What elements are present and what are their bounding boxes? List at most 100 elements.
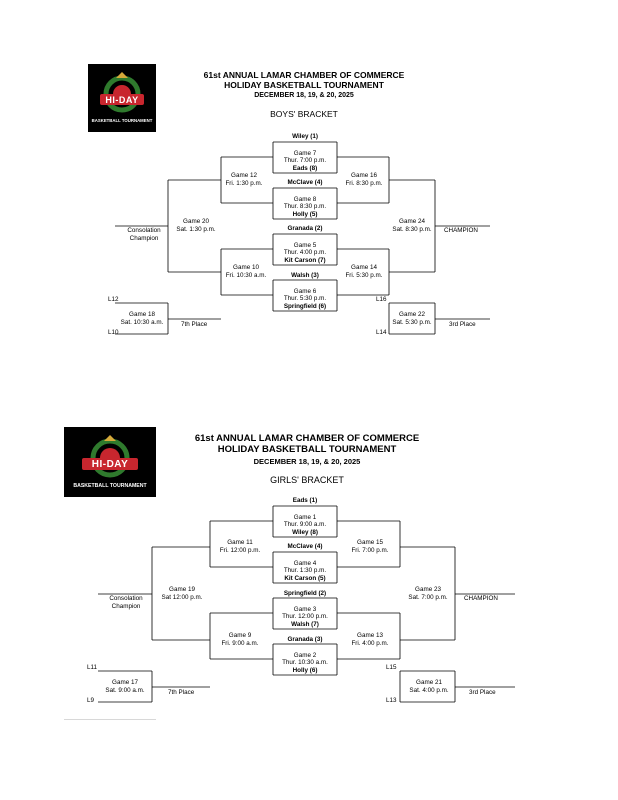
girls-game15-label: Game 15 <box>357 539 383 546</box>
girls-game15-time: Fri. 7:00 p.m. <box>351 547 389 554</box>
girls-game23-time: Sat. 7:00 p.m. <box>408 594 448 601</box>
boys-seed-8: Eads (8) <box>292 165 318 172</box>
girls-game11-label: Game 11 <box>227 539 253 546</box>
girls-header-dates: DECEMBER 18, 19, & 20, 2025 <box>253 457 361 466</box>
boys-game5-label: Game 5 <box>293 242 317 249</box>
boys-consolation-champion-label: Champion <box>129 235 159 242</box>
boys-header-line2: HOLIDAY BASKETBALL TOURNAMENT <box>224 80 384 90</box>
girls-game13-time: Fri. 4:00 p.m. <box>351 640 389 647</box>
boys-game22-label: Game 22 <box>399 311 425 318</box>
girls-game11-time: Fri. 12:00 p.m. <box>219 547 261 554</box>
boys-seed-6: Springfield (6) <box>283 303 327 310</box>
girls-game4-time: Thur. 1:30 p.m. <box>283 567 327 574</box>
girls-game21-label: Game 21 <box>416 679 442 686</box>
girls-7th-place: 7th Place <box>168 689 195 696</box>
girls-header-line2: HOLIDAY BASKETBALL TOURNAMENT <box>217 444 397 455</box>
girls-l15-label: L15 <box>386 664 397 671</box>
girls-game2-label: Game 2 <box>293 652 317 659</box>
tournament-logo: HI-DAY BASKETBALL TOURNAMENT <box>88 64 156 132</box>
boys-game18-label: Game 18 <box>129 311 155 318</box>
girls-game17-label: Game 17 <box>112 679 138 686</box>
boys-game10-time: Fri. 10:30 a.m. <box>225 272 267 279</box>
boys-game7-time: Thur. 7:00 p.m. <box>283 157 327 164</box>
logo-brand: HI-DAY <box>105 95 139 105</box>
boys-game12-label: Game 12 <box>231 172 257 179</box>
boys-game20-label: Game 20 <box>183 218 209 225</box>
logo-tagline: BASKETBALL TOURNAMENT <box>91 118 153 123</box>
boys-l10-label: L10 <box>108 329 119 336</box>
boys-game16-label: Game 16 <box>351 172 377 179</box>
girls-l13-label: L13 <box>386 697 397 704</box>
girls-game13-label: Game 13 <box>357 632 383 639</box>
girls-game19-label: Game 19 <box>169 586 195 593</box>
boys-seed-5: Holly (5) <box>292 211 318 218</box>
boys-game16-time: Fri. 8:30 p.m. <box>345 180 383 187</box>
girls-game9-time: Fri. 9:00 a.m. <box>221 640 259 647</box>
boys-game5-time: Thur. 4:00 p.m. <box>283 249 327 256</box>
boys-game12-time: Fri. 1:30 p.m. <box>225 180 263 187</box>
wreath-ball-logo-icon <box>82 435 138 478</box>
girls-seed-1: Eads (1) <box>292 497 318 504</box>
girls-champion-label: CHAMPION <box>464 595 498 602</box>
girls-game23-label: Game 23 <box>415 586 441 593</box>
boys-game8-time: Thur. 8:30 p.m. <box>283 203 327 210</box>
girls-game1-label: Game 1 <box>293 514 317 521</box>
girls-l11-label: L11 <box>87 664 98 671</box>
boys-champion-label: CHAMPION <box>444 227 478 234</box>
boys-seed-4: McClave (4) <box>287 179 323 186</box>
girls-consolation-label: Consolation <box>109 595 143 602</box>
boys-game6-label: Game 6 <box>293 288 317 295</box>
boys-game10-label: Game 10 <box>233 264 259 271</box>
girls-game3-label: Game 3 <box>293 606 317 613</box>
girls-3rd-place: 3rd Place <box>469 689 496 696</box>
girls-game4-label: Game 4 <box>293 560 317 567</box>
girls-header-line1: 61st ANNUAL LAMAR CHAMBER OF COMMERCE <box>194 433 420 444</box>
girls-seed-4: McClave (4) <box>287 543 323 550</box>
boys-seed-1: Wiley (1) <box>292 133 318 140</box>
girls-seed-3: Granada (3) <box>287 636 323 643</box>
girls-bracket-title: GIRLS' BRACKET <box>270 475 344 485</box>
girls-seed-2: Springfield (2) <box>283 590 327 597</box>
boys-7th-place: 7th Place <box>181 321 208 328</box>
girls-l9-label: L9 <box>87 697 95 704</box>
boys-l12-label: L12 <box>108 296 119 303</box>
girls-seed-8: Wiley (8) <box>292 529 318 536</box>
boys-game7-label: Game 7 <box>293 150 317 157</box>
tournament-logo-girls: HI-DAY BASKETBALL TOURNAMENT <box>64 427 156 497</box>
boys-seed-2: Granada (2) <box>287 225 323 232</box>
girls-seed-5: Kit Carson (5) <box>284 575 326 582</box>
boys-game18-time: Sat. 10:30 a.m. <box>120 319 164 326</box>
girls-seed-6: Holly (6) <box>292 667 318 674</box>
boys-consolation-label: Consolation <box>127 227 161 234</box>
boys-3rd-place: 3rd Place <box>449 321 476 328</box>
girls-seed-7: Walsh (7) <box>291 621 319 628</box>
girls-game1-time: Thur. 9:00 a.m. <box>283 521 327 528</box>
boys-game14-label: Game 14 <box>351 264 377 271</box>
girls-game17-time: Sat. 9:00 a.m. <box>105 687 145 694</box>
boys-bracket-title: BOYS' BRACKET <box>270 109 338 119</box>
logo-brand: HI-DAY <box>91 459 129 470</box>
girls-game21-time: Sat. 4:00 p.m. <box>409 687 449 694</box>
boys-header-line1: 61st ANNUAL LAMAR CHAMBER OF COMMERCE <box>203 70 405 80</box>
girls-game9-label: Game 9 <box>228 632 252 639</box>
boys-game24-label: Game 24 <box>399 218 425 225</box>
boys-game24-time: Sat. 8:30 p.m. <box>392 226 432 233</box>
boys-header-dates: DECEMBER 18, 19, & 20, 2025 <box>254 92 354 99</box>
girls-game19-time: Sat 12:00 p.m. <box>161 594 203 601</box>
boys-l14-label: L14 <box>376 329 387 336</box>
boys-game14-time: Fri. 5:30 p.m. <box>345 272 383 279</box>
girls-game3-time: Thur. 12:00 p.m. <box>282 613 328 620</box>
boys-seed-3: Walsh (3) <box>291 272 319 279</box>
boys-l16-label: L16 <box>376 296 387 303</box>
boys-game8-label: Game 8 <box>293 196 317 203</box>
wreath-ball-logo-icon <box>100 72 144 113</box>
girls-game2-time: Thur. 10:30 a.m. <box>282 659 328 666</box>
footer-divider <box>64 719 156 720</box>
boys-game22-time: Sat. 5:30 p.m. <box>392 319 432 326</box>
boys-game6-time: Thur. 5:30 p.m. <box>283 295 327 302</box>
boys-seed-7: Kit Carson (7) <box>284 257 326 264</box>
girls-consolation-champion-label: Champion <box>111 603 141 610</box>
boys-game20-time: Sat. 1:30 p.m. <box>176 226 216 233</box>
logo-tagline: BASKETBALL TOURNAMENT <box>73 483 147 489</box>
